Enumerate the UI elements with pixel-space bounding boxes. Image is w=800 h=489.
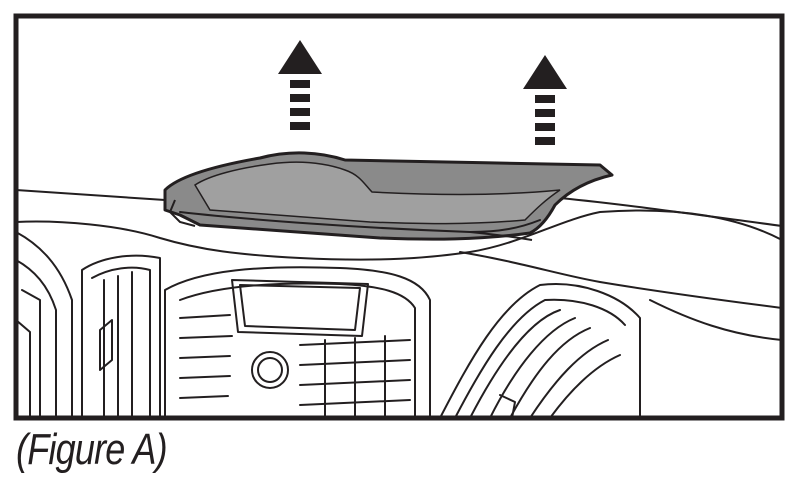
center-console [164,266,431,418]
dashboard-contour-lower [649,299,782,341]
center-display [239,284,361,331]
arrow-up-icon [278,40,322,130]
control-knob [251,351,289,389]
right-air-vent [439,283,641,418]
dashboard-top-panel [163,151,614,241]
left-side-panel [16,231,73,418]
dashboard-illustration [13,13,785,421]
arrow-up-icon [523,55,567,145]
dashboard-top-edge [16,189,166,201]
figure-border [13,13,785,421]
left-air-vent [81,254,161,418]
figure-caption: (Figure A) [16,425,168,474]
dashboard-body [16,209,782,261]
dashboard-contour [459,251,782,309]
